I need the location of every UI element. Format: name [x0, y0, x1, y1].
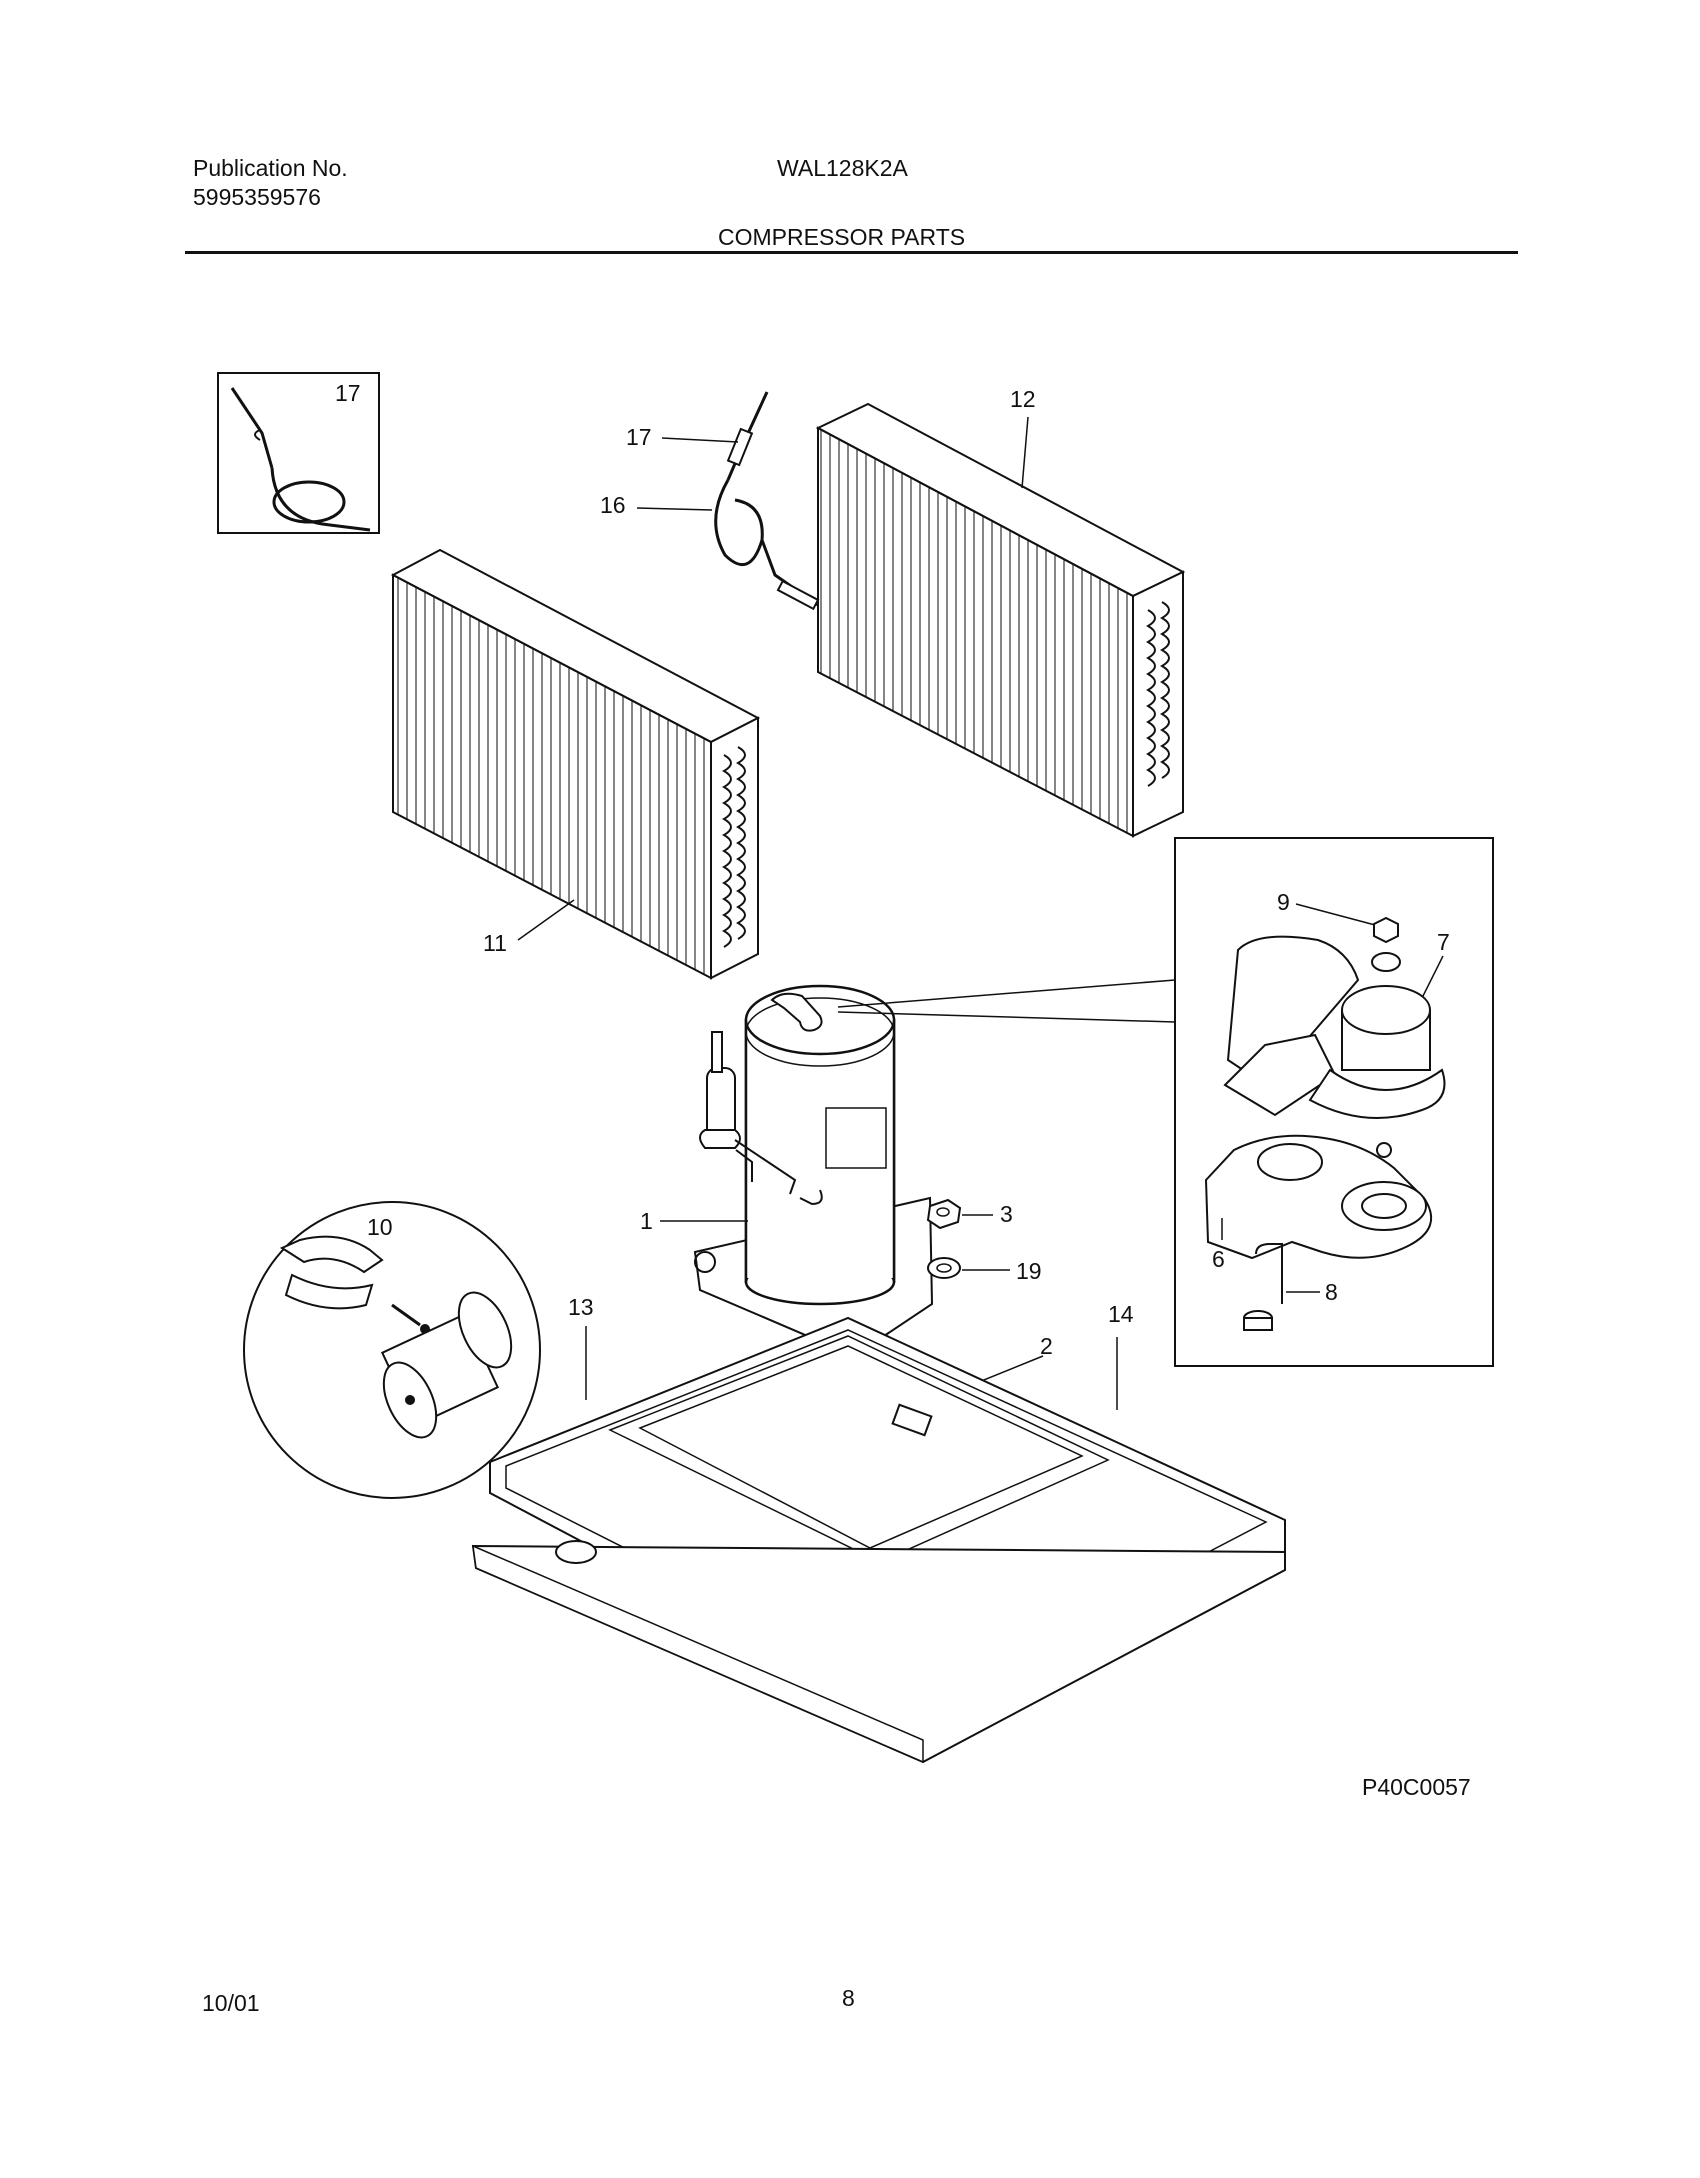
- compressor: 1: [640, 984, 934, 1354]
- evaporator-coil: 11: [390, 548, 761, 980]
- callout-7: 7: [1437, 929, 1450, 955]
- callout-16: 16: [600, 492, 626, 518]
- detail-leader-top: [837, 979, 1176, 1008]
- header-rule: [185, 251, 1518, 254]
- callout-2: 2: [1040, 1333, 1053, 1359]
- publication-number: 5995359576: [193, 184, 321, 210]
- callout-3: 3: [1000, 1201, 1013, 1227]
- page-number: 8: [842, 1985, 855, 2011]
- terminal-cover-detail: 9 7 6 8: [1174, 837, 1494, 1367]
- callout-19: 19: [1016, 1258, 1042, 1284]
- capillary-inset: 17: [217, 372, 380, 534]
- callout-12: 12: [1010, 386, 1036, 412]
- callout-17-inset: 17: [335, 380, 361, 406]
- base-pan: 13 14: [471, 1294, 1286, 1764]
- callout-13: 13: [568, 1294, 594, 1320]
- callout-11: 11: [483, 930, 507, 956]
- callout-10: 10: [367, 1214, 393, 1240]
- figure-code: P40C0057: [1362, 1774, 1471, 1800]
- callout-17: 17: [626, 424, 652, 450]
- section-title: COMPRESSOR PARTS: [718, 224, 966, 250]
- footer-date: 10/01: [202, 1990, 260, 2016]
- condenser-coil: 12: [815, 386, 1186, 838]
- callout-1: 1: [640, 1208, 653, 1234]
- capacitor-detail: 10: [243, 1201, 541, 1499]
- model-number: WAL128K2A: [777, 155, 908, 181]
- capillary-tube: 17 16: [600, 391, 820, 611]
- callout-9: 9: [1277, 889, 1290, 915]
- detail-leader-bottom: [837, 1011, 1176, 1023]
- callout-14: 14: [1108, 1301, 1134, 1327]
- callout-6: 6: [1212, 1246, 1225, 1272]
- callout-8: 8: [1325, 1279, 1338, 1305]
- publication-label: Publication No.: [193, 155, 348, 181]
